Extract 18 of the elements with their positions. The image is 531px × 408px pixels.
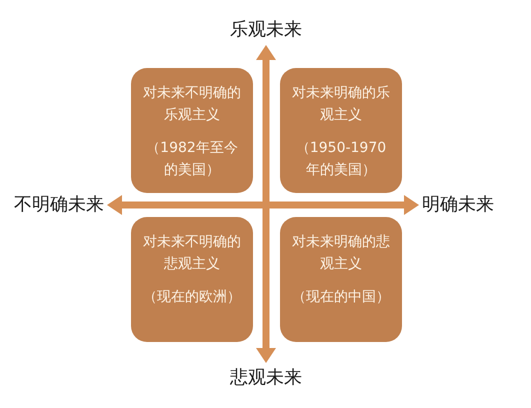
quadrant-box <box>131 68 253 193</box>
quadrant-title: 对未来明确的悲观主义 <box>291 233 391 274</box>
quadrant-box <box>280 68 402 193</box>
axis-label: 明确未来 <box>422 193 494 217</box>
quadrant-note: （现在的中国） <box>291 288 391 307</box>
quadrant-note: （1950-1970年的美国） <box>294 139 388 180</box>
quadrant-box <box>131 217 253 342</box>
quadrant-box <box>280 217 402 342</box>
quadrant-title: 对未来明确的乐观主义 <box>291 84 391 125</box>
quadrant-note: （1982年至今的美国） <box>145 139 239 180</box>
axis-label: 悲观未来 <box>230 366 302 390</box>
double-arrow <box>107 195 419 215</box>
axis-label: 乐观未来 <box>230 18 302 42</box>
quadrant-title: 对未来不明确的悲观主义 <box>142 233 242 274</box>
axis-label: 不明确未来 <box>14 193 104 217</box>
double-arrow <box>256 45 276 363</box>
quadrant-title: 对未来不明确的乐观主义 <box>142 84 242 125</box>
quadrant-note: （现在的欧洲） <box>142 288 242 307</box>
